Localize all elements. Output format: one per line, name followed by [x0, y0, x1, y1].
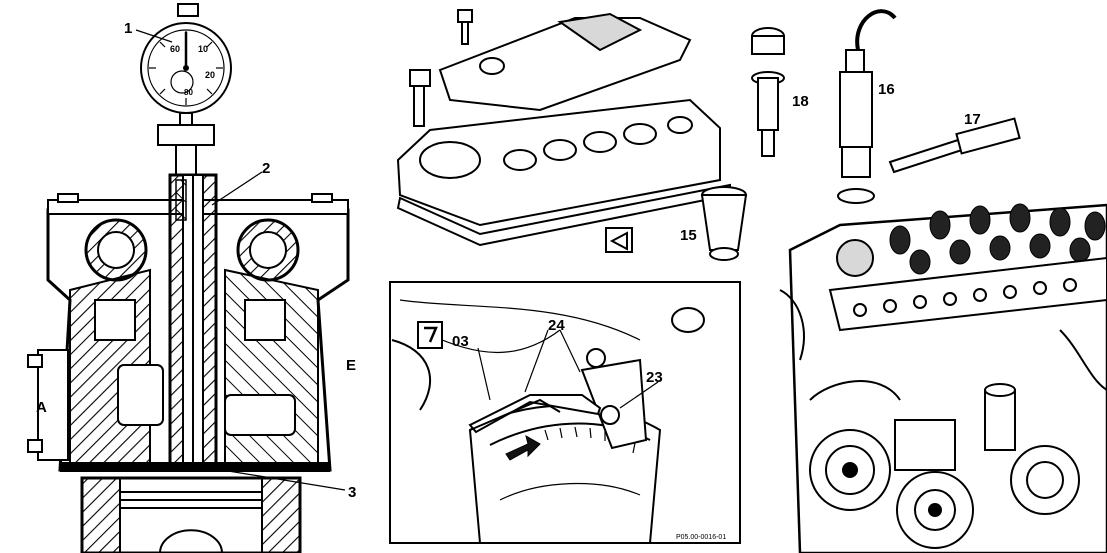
injector-parts [751, 9, 1021, 204]
caution-triangle-icon [605, 227, 633, 253]
callout-1: 1 [124, 20, 132, 37]
callout-23: 23 [646, 369, 663, 386]
cylinder-head-cover-assembly [396, 9, 748, 261]
dial-mark-20: 20 [205, 70, 215, 80]
callout-15: 15 [680, 227, 697, 244]
callout-3: 3 [348, 484, 356, 501]
inset-detail-tdc [389, 281, 741, 544]
callout-03: 03 [452, 333, 469, 350]
dial-mark-60: 60 [170, 44, 180, 54]
callout-A: A [36, 399, 47, 416]
dial-gauge-icon [140, 3, 232, 176]
callout-18: 18 [792, 93, 809, 110]
callout-E: E [346, 357, 356, 374]
piston [80, 476, 302, 553]
cylinder-head-section: 60 10 20 80 [27, 3, 350, 553]
callout-24: 24 [548, 317, 565, 334]
dial-mark-10: 10 [198, 44, 208, 54]
callout-16: 16 [878, 81, 895, 98]
dial-mark-80: 80 [184, 88, 193, 97]
reference-code: P05.00-0016-01 [676, 534, 726, 541]
tool-symbol-icon [417, 321, 443, 349]
arrow-icon [505, 434, 541, 461]
callout-17: 17 [964, 111, 981, 128]
callout-2: 2 [262, 160, 270, 177]
sealing-sleeve [700, 186, 748, 261]
engine-view [779, 203, 1107, 553]
